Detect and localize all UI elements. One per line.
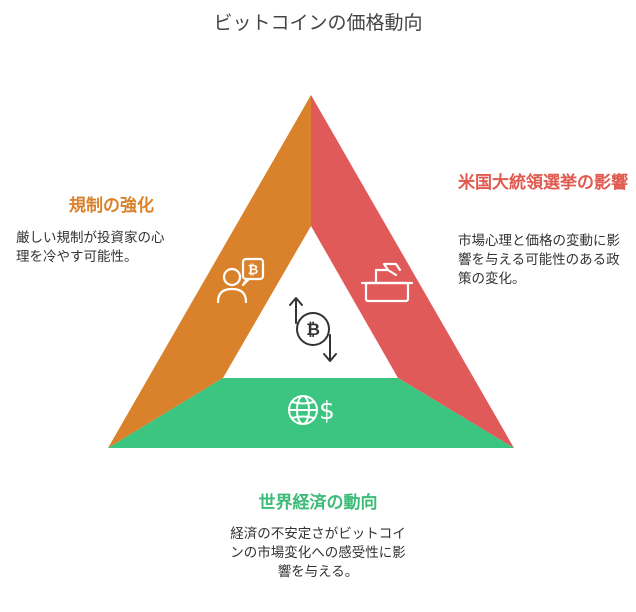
svg-text:₿: ₿ <box>248 263 259 278</box>
economy-description: 経済の不安定さがビットコインの市場変化への感受性に影響を与える。 <box>230 526 406 580</box>
regulation-heading: 規制の強化 <box>69 196 154 216</box>
bitcoin-fluctuation-icon: ₿ <box>289 297 337 362</box>
person-bitcoin-speech-icon: ₿ <box>216 257 265 304</box>
election-segment <box>311 95 514 448</box>
election-heading: 米国大統領選挙の影響 <box>458 173 628 193</box>
election-description: 市場心理と価格の変動に影響を与える可能性のある政策の変化。 <box>458 233 620 287</box>
economy-heading: 世界経済の動向 <box>258 493 378 513</box>
svg-text:$: $ <box>319 396 335 425</box>
svg-text:₿: ₿ <box>306 320 320 340</box>
regulation-description: 厳しい規制が投資家の心理を冷やす可能性。 <box>16 230 165 265</box>
globe-dollar-icon: $ <box>288 395 335 425</box>
ballot-box-icon <box>360 262 414 303</box>
economy-segment <box>108 378 514 448</box>
diagram-title: ビットコインの価格動向 <box>213 12 423 34</box>
regulation-segment <box>108 95 311 448</box>
